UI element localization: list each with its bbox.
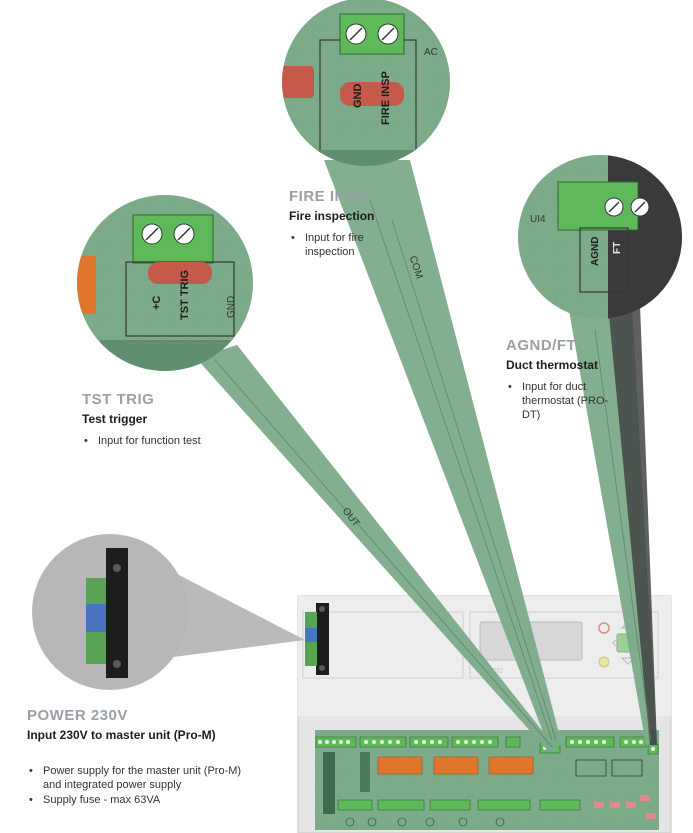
lens-agnd-ft: AGND FT UI4	[518, 155, 682, 319]
agnd-pin-agnd: AGND	[590, 237, 601, 266]
fire-pin-fire-insp: FIRE INSP	[380, 71, 392, 125]
tst-edge-label: GND	[226, 296, 237, 318]
lens-power	[32, 534, 188, 690]
lens-fire-insp: GND FIRE INSP AC	[282, 0, 450, 166]
callout-bullets: Input for duct thermostat (PRO-DT)	[506, 380, 626, 422]
power-terminal-board	[305, 603, 329, 675]
callout-code: TST TRIG	[82, 391, 155, 408]
agnd-pin-ft: FT	[612, 242, 623, 254]
bullet: Power supply for the master unit (Pro-M)…	[29, 764, 253, 792]
svg-text:▯ ▯▯▯: ▯ ▯▯▯	[488, 668, 503, 674]
lens-tst-trig: +C TST TRIG GND	[77, 195, 253, 371]
callout-code: AGND/FT	[506, 337, 577, 354]
callout-bullets: Input for function test	[82, 434, 262, 448]
tst-pin-c: +C	[151, 296, 163, 310]
callout-fire-insp: FIRE INSP Fire inspection Input for fire…	[289, 188, 419, 260]
callout-tst-trig: TST TRIG Test trigger Input for function…	[82, 391, 262, 449]
bullet: Supply fuse - max 63VA	[29, 793, 267, 807]
callout-title: Input 230V to master unit (Pro-M)	[27, 728, 216, 742]
fire-pin-gnd: GND	[352, 84, 364, 109]
tst-pin-tst-trig: TST TRIG	[179, 270, 191, 320]
callout-title: Fire inspection	[289, 209, 375, 223]
callout-power: POWER 230V Input 230V to master unit (Pr…	[27, 707, 267, 808]
callout-code: POWER 230V	[27, 707, 128, 724]
agnd-edge-label: UI4	[530, 214, 546, 225]
bullet: Input for duct thermostat (PRO-DT)	[508, 380, 612, 422]
main-pcb	[315, 730, 659, 830]
callout-agnd-ft: AGND/FT Duct thermostat Input for duct t…	[506, 337, 626, 423]
callout-bullets: Power supply for the master unit (Pro-M)…	[27, 764, 267, 807]
callout-code: FIRE INSP	[289, 188, 367, 205]
bullet: Input for fire inspection	[291, 231, 385, 259]
fire-edge-label: AC	[424, 47, 438, 58]
bullet: Input for function test	[84, 434, 262, 448]
callout-title: Test trigger	[82, 412, 148, 426]
callout-title: Duct thermostat	[506, 358, 599, 372]
callout-bullets: Input for fire inspection	[289, 231, 419, 259]
